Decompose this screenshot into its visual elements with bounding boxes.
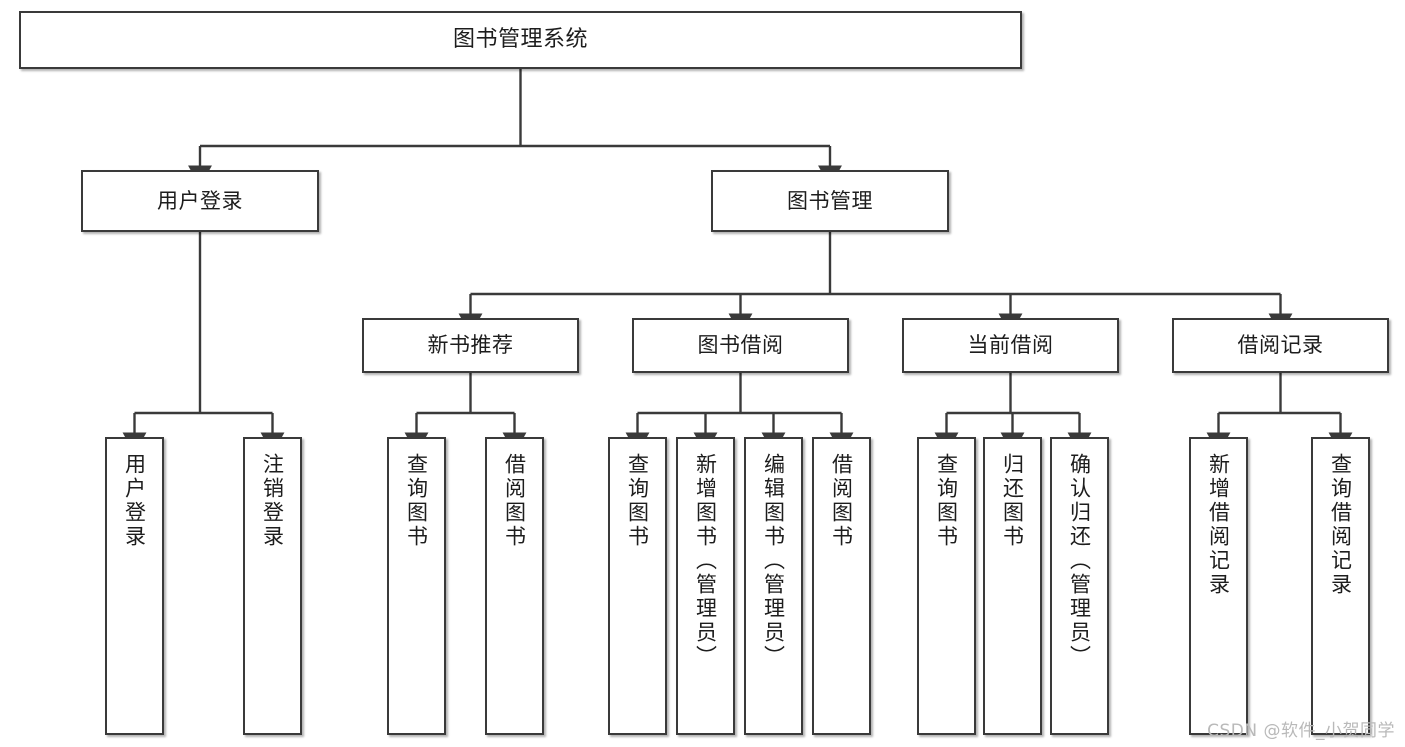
node-leaf-bor-4[interactable]: 借阅图书 [812,437,871,735]
node-leaf-rec-2[interactable]: 查询借阅记录 [1311,437,1370,735]
watermark-label: CSDN @软件_小贺同学 [1207,721,1395,741]
node-label-leaf-bor-1: 查询图书 [625,453,650,549]
node-records[interactable]: 借阅记录 [1172,318,1389,373]
node-label-leaf-login-1: 用户登录 [122,453,147,549]
node-label-leaf-cur-2: 归还图书 [1000,453,1025,549]
node-label-leaf-login-2: 注销登录 [260,453,285,549]
node-leaf-cur-3[interactable]: 确认归还（管理员） [1050,437,1109,735]
node-root[interactable]: 图书管理系统 [19,11,1022,69]
node-leaf-cur-2[interactable]: 归还图书 [983,437,1042,735]
node-label-leaf-rec-2: 查询借阅记录 [1328,453,1353,597]
node-label-leaf-bor-3: 编辑图书（管理员） [761,453,786,669]
node-current[interactable]: 当前借阅 [902,318,1119,373]
node-label-leaf-new-2: 借阅图书 [502,453,527,549]
node-leaf-bor-3[interactable]: 编辑图书（管理员） [744,437,803,735]
node-label-leaf-cur-1: 查询图书 [934,453,959,549]
node-bookmgmt[interactable]: 图书管理 [711,170,949,232]
node-label-leaf-cur-3: 确认归还（管理员） [1067,453,1092,669]
node-label-leaf-new-1: 查询图书 [404,453,429,549]
node-newbook[interactable]: 新书推荐 [362,318,579,373]
node-label-records: 借阅记录 [1237,333,1324,358]
node-login[interactable]: 用户登录 [81,170,319,232]
node-leaf-new-1[interactable]: 查询图书 [387,437,446,735]
node-label-newbook: 新书推荐 [427,333,514,358]
node-borrow[interactable]: 图书借阅 [632,318,849,373]
node-leaf-login-2[interactable]: 注销登录 [243,437,302,735]
node-label-bookmgmt: 图书管理 [787,188,873,213]
node-label-login: 用户登录 [157,188,243,213]
node-leaf-cur-1[interactable]: 查询图书 [917,437,976,735]
node-leaf-rec-1[interactable]: 新增借阅记录 [1189,437,1248,735]
node-leaf-login-1[interactable]: 用户登录 [105,437,164,735]
node-label-leaf-bor-2: 新增图书（管理员） [693,453,718,669]
node-leaf-new-2[interactable]: 借阅图书 [485,437,544,735]
node-label-leaf-bor-4: 借阅图书 [829,453,854,549]
node-label-borrow: 图书借阅 [697,333,784,358]
node-label-root: 图书管理系统 [452,27,588,53]
node-label-leaf-rec-1: 新增借阅记录 [1206,453,1231,597]
node-label-current: 当前借阅 [967,333,1054,358]
node-leaf-bor-2[interactable]: 新增图书（管理员） [676,437,735,735]
connector-group [122,69,1353,454]
node-leaf-bor-1[interactable]: 查询图书 [608,437,667,735]
